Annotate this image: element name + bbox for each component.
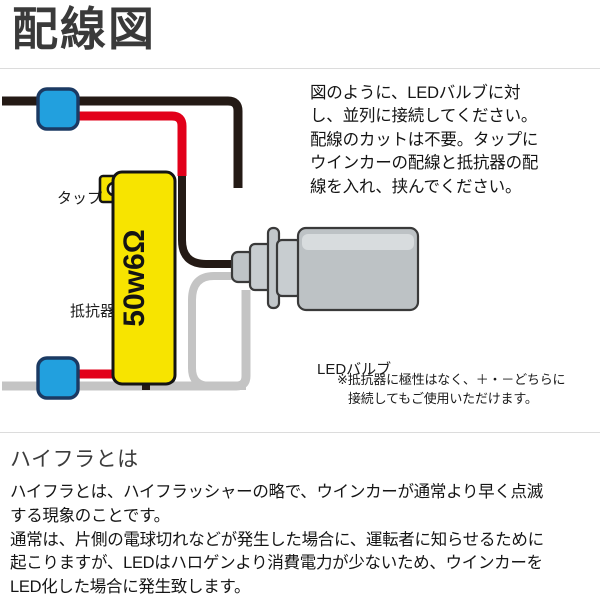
section-body-line-5: LED化した場合に発生致します。 [10,578,251,596]
led-bulb-component [230,226,420,312]
description-line-3: 配線のカットは不要。タップに [310,130,539,149]
header-divider [0,68,600,69]
svg-text:50w6Ω: 50w6Ω [118,229,151,326]
label-led-bulb: LEDバルブ [317,361,392,378]
top-black-wire [2,96,243,188]
section-body-line-2: する現象のことです。 [10,506,170,525]
polarity-note-line-1: ※抵抗器に極性はなく、＋・－どちらに [337,372,566,387]
bulb-black-lead [178,176,236,268]
section-body-line-3: 通常は、片側の電球切れなどが発生した場合に、運転者に知らせるために [10,530,544,549]
tap-connector-bottom [36,356,80,400]
polarity-note: ※抵抗器に極性はなく、＋・－どちらに 接続してもご使用いただけます。 [337,371,599,409]
description-line-5: 線を入れ、挟んでください。 [310,177,522,196]
description-line-2: し、並列に接続してください。 [310,107,538,126]
bulb-gray-lead [188,272,246,390]
description-line-1: 図のように、LEDバルブに対 [310,84,521,102]
wiring-diagram-illustration: 50w6Ω [0,68,600,432]
section-heading: ハイフラとは [10,448,139,471]
description-text: 図のように、LEDバルブに対 し、並列に接続してください。 配線のカットは不要。… [310,82,600,199]
section-body-line-1: ハイフラとは、ハイフラッシャーの略で、ウインカーが通常より早く点滅 [10,483,543,501]
label-tap: タップ [57,190,103,207]
polarity-note-line-2: 接続してもご使用いただけます。 [348,390,538,406]
tap-connector-top [36,87,80,131]
section-divider [0,432,600,433]
section-body: ハイフラとは、ハイフラッシャーの略で、ウインカーが通常より早く点滅 する現象のこ… [10,481,596,600]
description-line-4: ウインカーの配線と抵抗器の配 [310,154,539,173]
top-red-wire [66,111,187,176]
page-title: 配線図 [12,4,156,55]
section-body-line-4: 起こりますが、LEDはハロゲンより消費電力が少ないため、ウインカーを [10,554,543,573]
label-resistor: 抵抗器 [70,303,116,320]
resistor-component: 50w6Ω [98,170,177,386]
